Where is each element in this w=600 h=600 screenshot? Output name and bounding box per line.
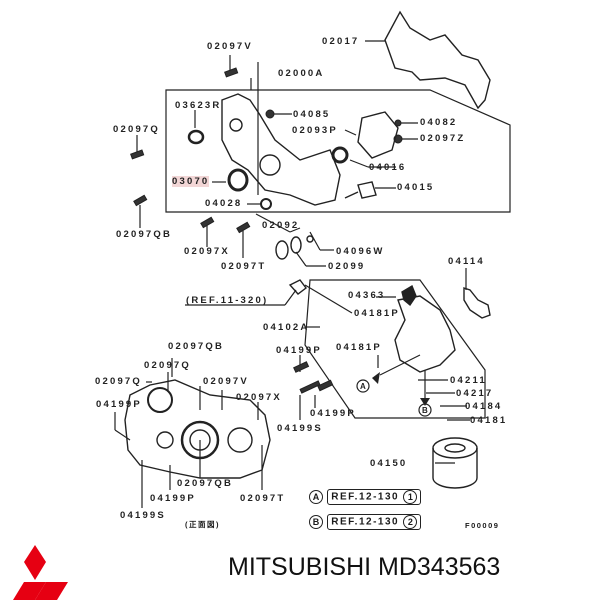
part-label-02097V-b[interactable]: 02097V (203, 376, 249, 387)
part-label-02097X-b[interactable]: 02097X (236, 392, 282, 403)
ref-label-11-320[interactable]: (REF.11-320) (186, 295, 269, 306)
front-view-caption: (正面図) (185, 520, 220, 529)
ref-marker-b: B (309, 515, 323, 529)
part-label-02017[interactable]: 02017 (322, 36, 360, 47)
ref-b-number: 2 (403, 515, 418, 529)
ref-a-text: REF.12-130 (331, 491, 400, 503)
part-label-02097Z[interactable]: 02097Z (420, 133, 466, 144)
part-label-04181P-b[interactable]: 04181P (336, 342, 382, 353)
part-label-04082[interactable]: 04082 (420, 117, 458, 128)
part-label-04199P[interactable]: 04199P (276, 345, 322, 356)
part-label-02097Q-b[interactable]: 02097Q (144, 360, 192, 371)
reference-b[interactable]: B REF.12-130 2 (309, 514, 422, 530)
ref-a-number: 1 (403, 490, 418, 504)
part-label-02097T[interactable]: 02097T (221, 261, 267, 272)
part-label-04199S-b[interactable]: 04199S (120, 510, 166, 521)
part-label-02099[interactable]: 02099 (328, 261, 366, 272)
part-label-04199P-c[interactable]: 04199P (150, 493, 196, 504)
part-label-02097QB-b[interactable]: 02097QB (168, 341, 225, 352)
part-label-04085[interactable]: 04085 (293, 109, 331, 120)
ref-b-text: REF.12-130 (331, 516, 400, 528)
part-label-02097X[interactable]: 02097X (184, 246, 230, 257)
part-label-02097T-b[interactable]: 02097T (240, 493, 286, 504)
part-label-02093P[interactable]: 02093P (292, 125, 338, 136)
part-label-04199P-left[interactable]: 04199P (96, 399, 142, 410)
ref-a-box: REF.12-130 1 (327, 489, 422, 505)
assembly-box-02000A (165, 89, 511, 213)
part-label-03623R[interactable]: 03623R (175, 100, 222, 111)
part-label-04016[interactable]: 04016 (369, 162, 407, 173)
svg-text:B: B (422, 406, 428, 415)
part-label-02092[interactable]: 02092 (262, 220, 300, 231)
part-label-04184[interactable]: 04184 (465, 401, 503, 412)
part-label-04028[interactable]: 04028 (205, 198, 243, 209)
ref-b-box: REF.12-130 2 (327, 514, 422, 530)
part-label-04363[interactable]: 04363 (348, 290, 386, 301)
part-label-04114[interactable]: 04114 (448, 256, 485, 267)
part-label-03070-highlighted[interactable]: 03070 (172, 176, 210, 187)
part-label-04199S[interactable]: 04199S (277, 423, 323, 434)
part-label-04181[interactable]: 04181 (470, 415, 508, 426)
assembly-box-04102A (304, 279, 486, 419)
ref-marker-a: A (309, 490, 323, 504)
product-title: MITSUBISHI MD343563 (228, 553, 501, 581)
part-label-04102A[interactable]: 04102A (263, 322, 310, 333)
part-label-02097QB[interactable]: 02097QB (116, 229, 173, 240)
mitsubishi-logo (13, 545, 68, 600)
part-label-02097V[interactable]: 02097V (207, 41, 253, 52)
part-label-04217[interactable]: 04217 (456, 388, 494, 399)
figure-code: F00009 (465, 521, 500, 530)
part-label-02000A[interactable]: 02000A (278, 68, 325, 79)
part-label-04150[interactable]: 04150 (370, 458, 408, 469)
reference-a[interactable]: A REF.12-130 1 (309, 489, 422, 505)
part-label-04015[interactable]: 04015 (397, 182, 435, 193)
part-label-02097Q[interactable]: 02097Q (113, 124, 161, 135)
part-label-04211[interactable]: 04211 (450, 375, 487, 386)
part-label-02097QB-c[interactable]: 02097QB (177, 478, 234, 489)
part-label-04199P-b[interactable]: 04199P (310, 408, 356, 419)
svg-text:A: A (360, 382, 366, 391)
part-label-02097Q-c[interactable]: 02097Q (95, 376, 143, 387)
part-label-04096W[interactable]: 04096W (336, 246, 385, 257)
part-label-04181P[interactable]: 04181P (354, 308, 400, 319)
